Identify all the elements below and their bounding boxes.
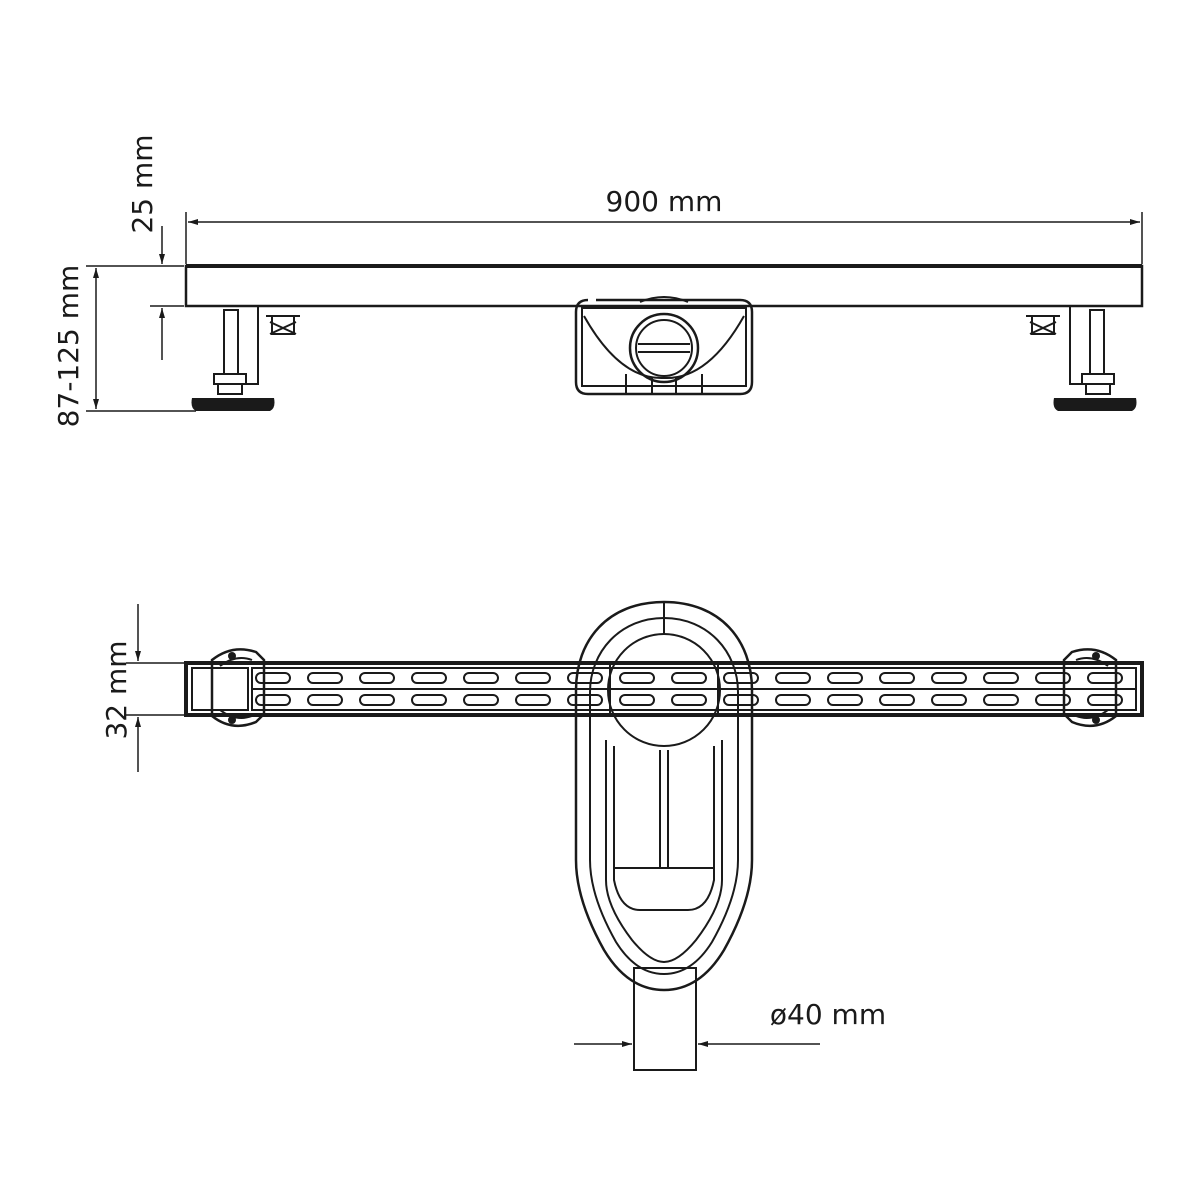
grate-slot	[827, 694, 863, 706]
grate-slot	[567, 672, 603, 684]
grate-slot	[879, 694, 915, 706]
grate-slot	[359, 672, 395, 684]
grate-slot	[359, 694, 395, 706]
grate-slot	[1035, 694, 1071, 706]
grate-slot	[671, 694, 707, 706]
grate-slots	[255, 672, 1123, 706]
left-foot-pad	[191, 398, 275, 411]
grate-height-label: 25 mm	[126, 134, 159, 233]
leg-height-label: 87-125 mm	[52, 265, 85, 428]
grate-slot	[1035, 672, 1071, 684]
grate-slot	[619, 694, 655, 706]
left-leg	[191, 306, 300, 411]
grate-slot	[515, 694, 551, 706]
width-dimension-label: 32 mm	[100, 640, 133, 739]
siphon-inner-loop	[589, 616, 739, 976]
grate-slot	[411, 672, 447, 684]
grate-slot	[1087, 672, 1123, 684]
siphon-outer-loop	[574, 600, 754, 992]
top-view: 32 mm ø40 mm	[100, 600, 1144, 1071]
grate-slot	[1087, 694, 1123, 706]
grate-slot	[619, 672, 655, 684]
grate-slot	[567, 694, 603, 706]
siphon-housing	[574, 296, 754, 396]
grate-slot	[879, 672, 915, 684]
grate-slot	[671, 672, 707, 684]
end-cap	[191, 667, 249, 711]
grate-slot	[931, 694, 967, 706]
channel-top	[184, 661, 1144, 717]
grate-slot	[255, 694, 291, 706]
grate-slot	[983, 694, 1019, 706]
right-wing-nut	[1026, 315, 1060, 335]
side-view: 900 mm 25 mm 87-125 mm	[52, 134, 1144, 428]
grate-slot	[775, 672, 811, 684]
grate-slot	[307, 694, 343, 706]
grate-slot	[255, 672, 291, 684]
right-foot-pad	[1053, 398, 1137, 411]
outlet-pipe	[633, 967, 697, 1071]
outlet-pipe-circle	[628, 312, 700, 384]
grate-slot	[775, 694, 811, 706]
grate-slot	[723, 694, 759, 706]
left-wing-nut	[266, 315, 300, 335]
grate-slot	[723, 672, 759, 684]
grate-slot	[463, 694, 499, 706]
length-dimension-label: 900 mm	[606, 185, 723, 218]
grate-slot	[931, 672, 967, 684]
grate-slot	[463, 672, 499, 684]
grate-slot	[307, 672, 343, 684]
grate-slot	[411, 694, 447, 706]
outlet-diameter-label: ø40 mm	[770, 998, 886, 1031]
grate-slot	[983, 672, 1019, 684]
grate-slot	[827, 672, 863, 684]
right-leg	[1026, 306, 1137, 411]
grate-slot	[515, 672, 551, 684]
